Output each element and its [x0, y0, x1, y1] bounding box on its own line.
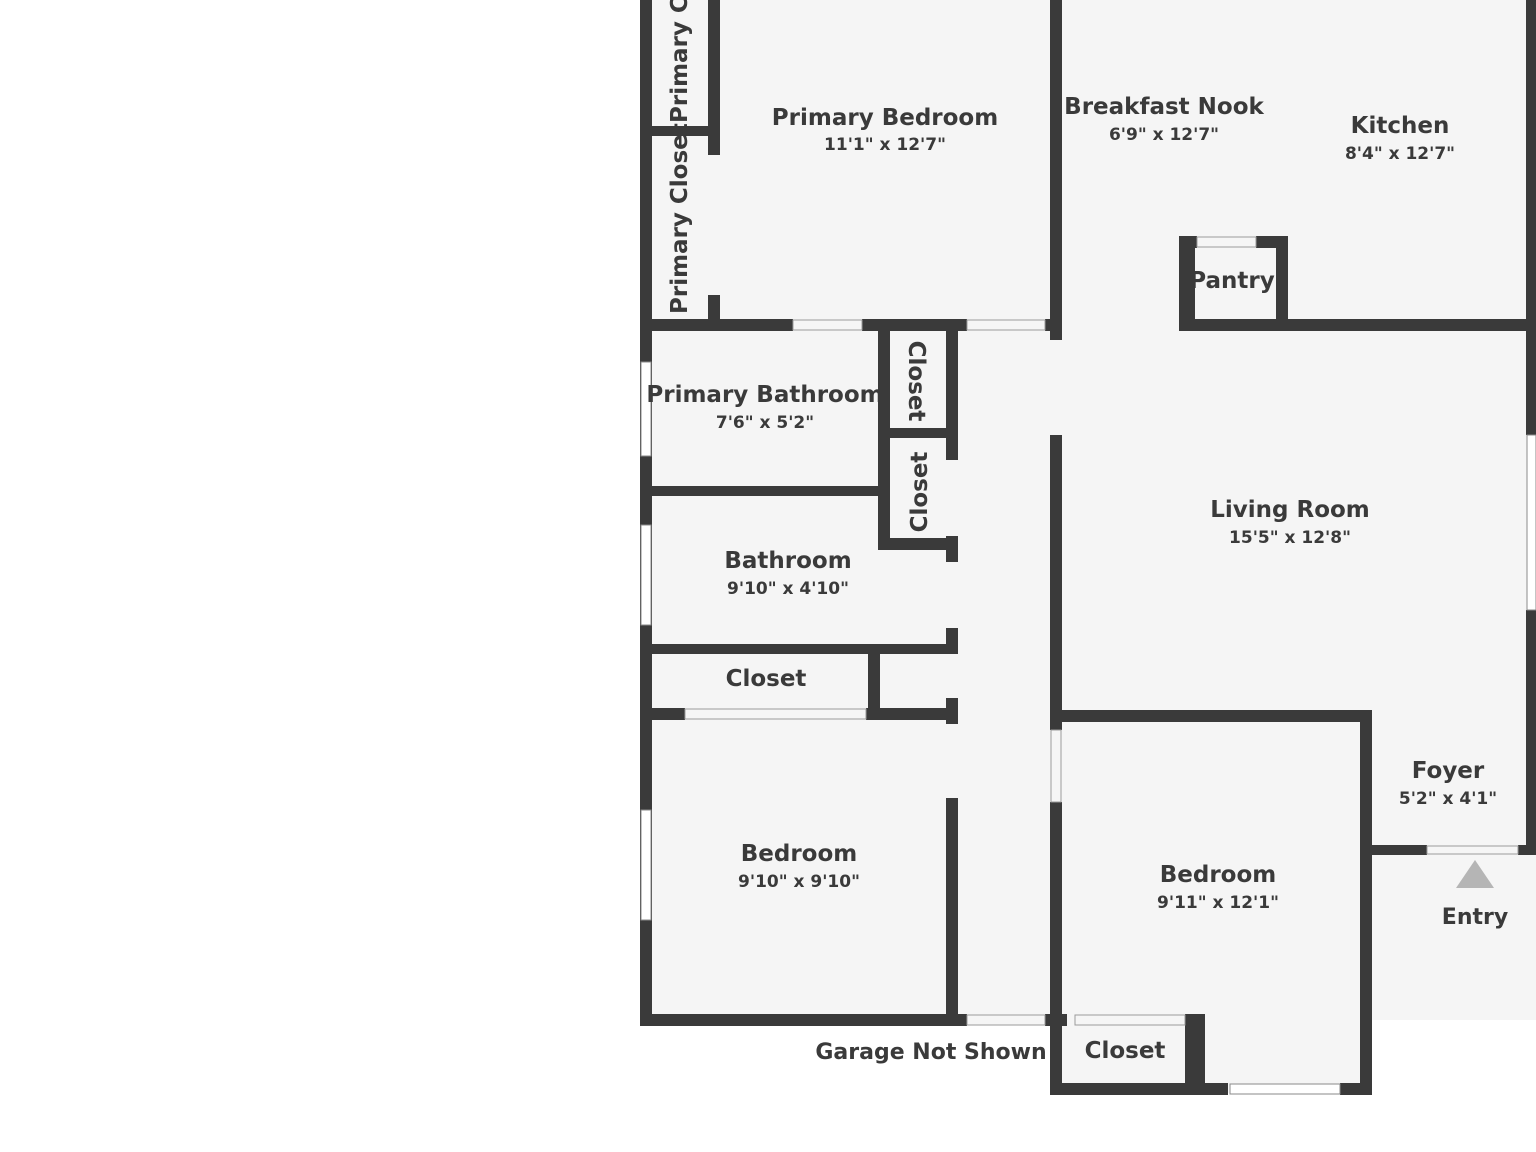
room-name-bedroom-left: Bedroom	[741, 841, 858, 867]
room-name-kitchen: Kitchen	[1351, 113, 1450, 139]
room-name-primary-bedroom: Primary Bedroom	[772, 105, 998, 131]
room-dims-primary-bedroom: 11'1" x 12'7"	[824, 135, 946, 155]
room-name-pantry: Pantry	[1189, 268, 1274, 294]
windows	[640, 361, 1536, 1095]
door	[684, 708, 867, 720]
room-name-foyer: Foyer	[1412, 758, 1485, 784]
door	[1050, 729, 1062, 803]
room-dims-bedroom-right: 9'11" x 12'1"	[1157, 893, 1279, 913]
room-name-hall-closet: Closet	[726, 666, 807, 692]
room-dims-breakfast-nook: 6'9" x 12'7"	[1109, 125, 1219, 145]
room-name-closet-a: Closet	[903, 341, 929, 422]
window	[640, 809, 652, 921]
room-labels: Primary Cl Primary Closet Primary Bedroo…	[646, 0, 1497, 1064]
room-dims-bedroom-left: 9'10" x 9'10"	[738, 872, 860, 892]
floor-areas	[645, 0, 1536, 1093]
window	[640, 524, 652, 626]
door	[1426, 845, 1519, 855]
room-dims-living-room: 15'5" x 12'8"	[1229, 528, 1351, 548]
doors	[684, 236, 1519, 1026]
window	[1229, 1083, 1341, 1095]
room-name-bathroom: Bathroom	[724, 548, 851, 574]
door	[966, 1014, 1046, 1026]
window	[1526, 434, 1536, 611]
room-name-closet-b: Closet	[907, 452, 933, 533]
door	[792, 319, 863, 331]
plan-notes: Entry Garage Not Shown	[815, 905, 1508, 1065]
room-name-living-room: Living Room	[1210, 497, 1370, 523]
door	[1074, 1014, 1186, 1026]
entry-arrow-icon	[1456, 860, 1494, 888]
room-name-primary-bathroom: Primary Bathroom	[646, 382, 883, 408]
room-dims-primary-bathroom: 7'6" x 5'2"	[716, 413, 814, 433]
room-name-bedroom-closet: Closet	[1085, 1038, 1166, 1064]
walls	[640, 0, 1536, 1095]
entry-label: Entry	[1442, 905, 1508, 930]
room-dims-kitchen: 8'4" x 12'7"	[1345, 144, 1455, 164]
door	[966, 319, 1046, 331]
room-dims-foyer: 5'2" x 4'1"	[1399, 789, 1497, 809]
door	[1196, 236, 1257, 248]
garage-note: Garage Not Shown	[815, 1040, 1046, 1065]
room-name-primary-closet: Primary Closet	[667, 123, 693, 314]
room-name-primary-closet-top: Primary Cl	[667, 0, 693, 123]
room-name-bedroom-right: Bedroom	[1160, 862, 1277, 888]
window	[640, 361, 652, 457]
room-dims-bathroom: 9'10" x 4'10"	[727, 579, 849, 599]
room-name-breakfast-nook: Breakfast Nook	[1064, 94, 1264, 120]
